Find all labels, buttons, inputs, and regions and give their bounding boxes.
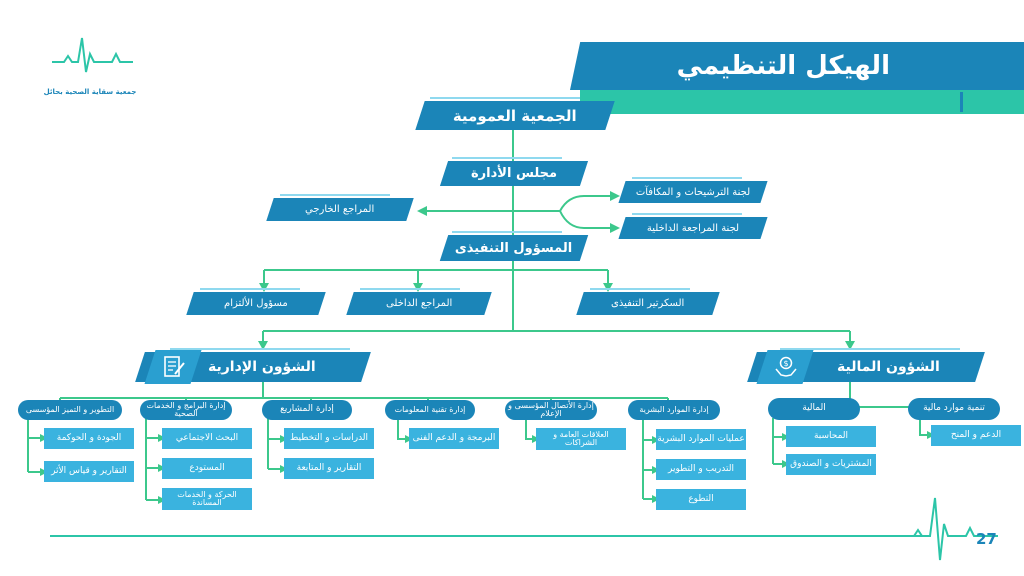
internal-audit-committee-box[interactable]: لجنة المراجعة الداخلية <box>618 217 768 239</box>
board-box[interactable]: مجلس الأدارة <box>439 161 589 186</box>
dept-communication[interactable]: إدارة الأتصال المؤسسى و الإعلام <box>505 400 597 420</box>
document-pen-icon <box>164 356 185 377</box>
unit-warehouse[interactable]: المستودع <box>162 458 252 479</box>
unit-grants[interactable]: الدعم و المنح <box>931 425 1021 446</box>
compliance-officer-box[interactable]: مسؤول الألتزام <box>186 292 326 315</box>
unit-reports-followup[interactable]: التقارير و المتابعة <box>284 458 374 479</box>
dept-programs[interactable]: إدارة البرامج و الخدمات الصحية <box>140 400 232 420</box>
external-auditor-box[interactable]: المراجع الخارجي <box>266 198 414 221</box>
unit-procurement[interactable]: المشتريات و الصندوق <box>786 454 876 475</box>
page-title: الهيكل التنظيمي <box>676 51 890 81</box>
unit-accounting[interactable]: المحاسبة <box>786 426 876 447</box>
internal-auditor-box[interactable]: المراجع الداخلى <box>346 292 492 315</box>
deco-stripe <box>170 348 350 350</box>
unit-volunteering[interactable]: التطوع <box>656 489 746 510</box>
dept-financial[interactable]: المالية <box>768 398 860 420</box>
unit-transport[interactable]: الحركة و الخدمات المساندة <box>162 488 252 510</box>
dept-resource-dev[interactable]: تنمية موارد مالية <box>908 398 1000 420</box>
deco-stripe <box>200 288 300 290</box>
header-banner-divider <box>960 92 963 112</box>
unit-social-research[interactable]: البحث الاجتماعي <box>162 428 252 449</box>
dept-hr[interactable]: إدارة الموارد البشرية <box>628 400 720 420</box>
heartbeat-logo-icon <box>52 37 133 73</box>
dept-projects[interactable]: إدارة المشاريع <box>262 400 352 420</box>
unit-quality[interactable]: الجودة و الحوكمة <box>44 428 134 449</box>
deco-stripe <box>590 288 690 290</box>
general-assembly-box[interactable]: الجمعية العمومية <box>415 101 615 130</box>
dept-it[interactable]: إدارة تقنية المعلومات <box>385 400 475 420</box>
deco-stripe <box>632 177 742 179</box>
svg-text:$: $ <box>783 359 788 368</box>
unit-hr-operations[interactable]: عمليات الموارد البشرية <box>656 429 746 450</box>
deco-stripe <box>452 157 562 159</box>
header-banner-shadow <box>580 90 1024 114</box>
page-number: 27 <box>976 530 997 548</box>
deco-stripe <box>430 97 580 99</box>
footer-line <box>50 535 930 537</box>
money-hands-icon: $ <box>775 356 797 377</box>
deco-stripe <box>452 231 562 233</box>
nominations-committee-box[interactable]: لجنة الترشيحات و المكافآت <box>618 181 768 203</box>
heartbeat-footer-icon <box>902 497 998 561</box>
deco-stripe <box>280 194 390 196</box>
ceo-box[interactable]: المسؤول التنفيذى <box>439 235 589 261</box>
unit-reports-impact[interactable]: التقارير و قياس الأثر <box>44 461 134 482</box>
unit-training[interactable]: التدريب و التطوير <box>656 459 746 480</box>
deco-stripe <box>632 213 742 215</box>
deco-stripe <box>780 348 960 350</box>
unit-programming[interactable]: البرمجة و الدعم الفنى <box>409 428 499 449</box>
executive-secretary-box[interactable]: السكرتير التنفيذى <box>576 292 720 315</box>
dept-development[interactable]: التطوير و التميز المؤسسى <box>18 400 122 420</box>
deco-stripe <box>360 288 460 290</box>
unit-studies[interactable]: الدراسات و التخطيط <box>284 428 374 449</box>
logo-caption: جمعية سقاية الصحية بحائل <box>43 88 137 96</box>
unit-public-relations[interactable]: العلاقات العامة و الشراكات <box>536 428 626 450</box>
